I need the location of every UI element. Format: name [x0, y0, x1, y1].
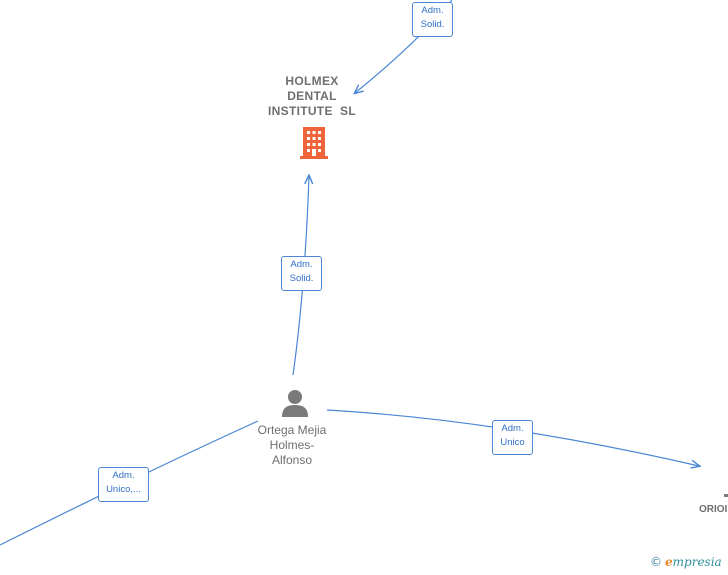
- edge-label-line: Unico,...: [106, 484, 141, 495]
- edge-label-line: Unico: [500, 437, 525, 448]
- company-name-line: HOLMEX: [285, 74, 339, 88]
- person-icon[interactable]: [280, 388, 310, 418]
- edge-label-person-to-right[interactable]: Adm. Unico: [492, 420, 533, 455]
- partial-node-icon: [724, 494, 728, 497]
- edge-label-line: Adm.: [421, 5, 444, 16]
- edge-label-line: Adm.: [112, 470, 135, 481]
- edge-label-person-to-company[interactable]: Adm. Solid.: [281, 256, 322, 291]
- person-node-label[interactable]: Ortega Mejia Holmes- Alfonso: [242, 423, 342, 468]
- person-name-line: Alfonso: [271, 453, 313, 467]
- offscreen-node-label: ORIOI: [699, 504, 728, 515]
- edge-label-bottom-left-to-person[interactable]: Adm. Unico,...: [98, 467, 149, 502]
- brand-rest: mpresia: [672, 555, 722, 569]
- person-name-line: Holmes-: [269, 438, 315, 452]
- edge-label-line: Adm.: [290, 259, 313, 270]
- brand-initial: e: [665, 555, 673, 569]
- company-node-label[interactable]: HOLMEX DENTAL INSTITUTE SL: [246, 74, 378, 119]
- building-icon[interactable]: [299, 125, 329, 159]
- edge-label-line: Solid.: [420, 19, 445, 30]
- company-name-line: INSTITUTE SL: [268, 104, 356, 118]
- person-name-line: Ortega Mejia: [257, 423, 327, 437]
- copyright-icon: ©: [650, 555, 662, 569]
- company-name-line: DENTAL: [287, 89, 337, 103]
- edge-label-line: Solid.: [289, 273, 314, 284]
- edge-label-top-to-company[interactable]: Adm. Solid.: [412, 2, 453, 37]
- edge-label-line: Adm.: [501, 423, 524, 434]
- empresia-watermark: ©empresia: [650, 555, 722, 569]
